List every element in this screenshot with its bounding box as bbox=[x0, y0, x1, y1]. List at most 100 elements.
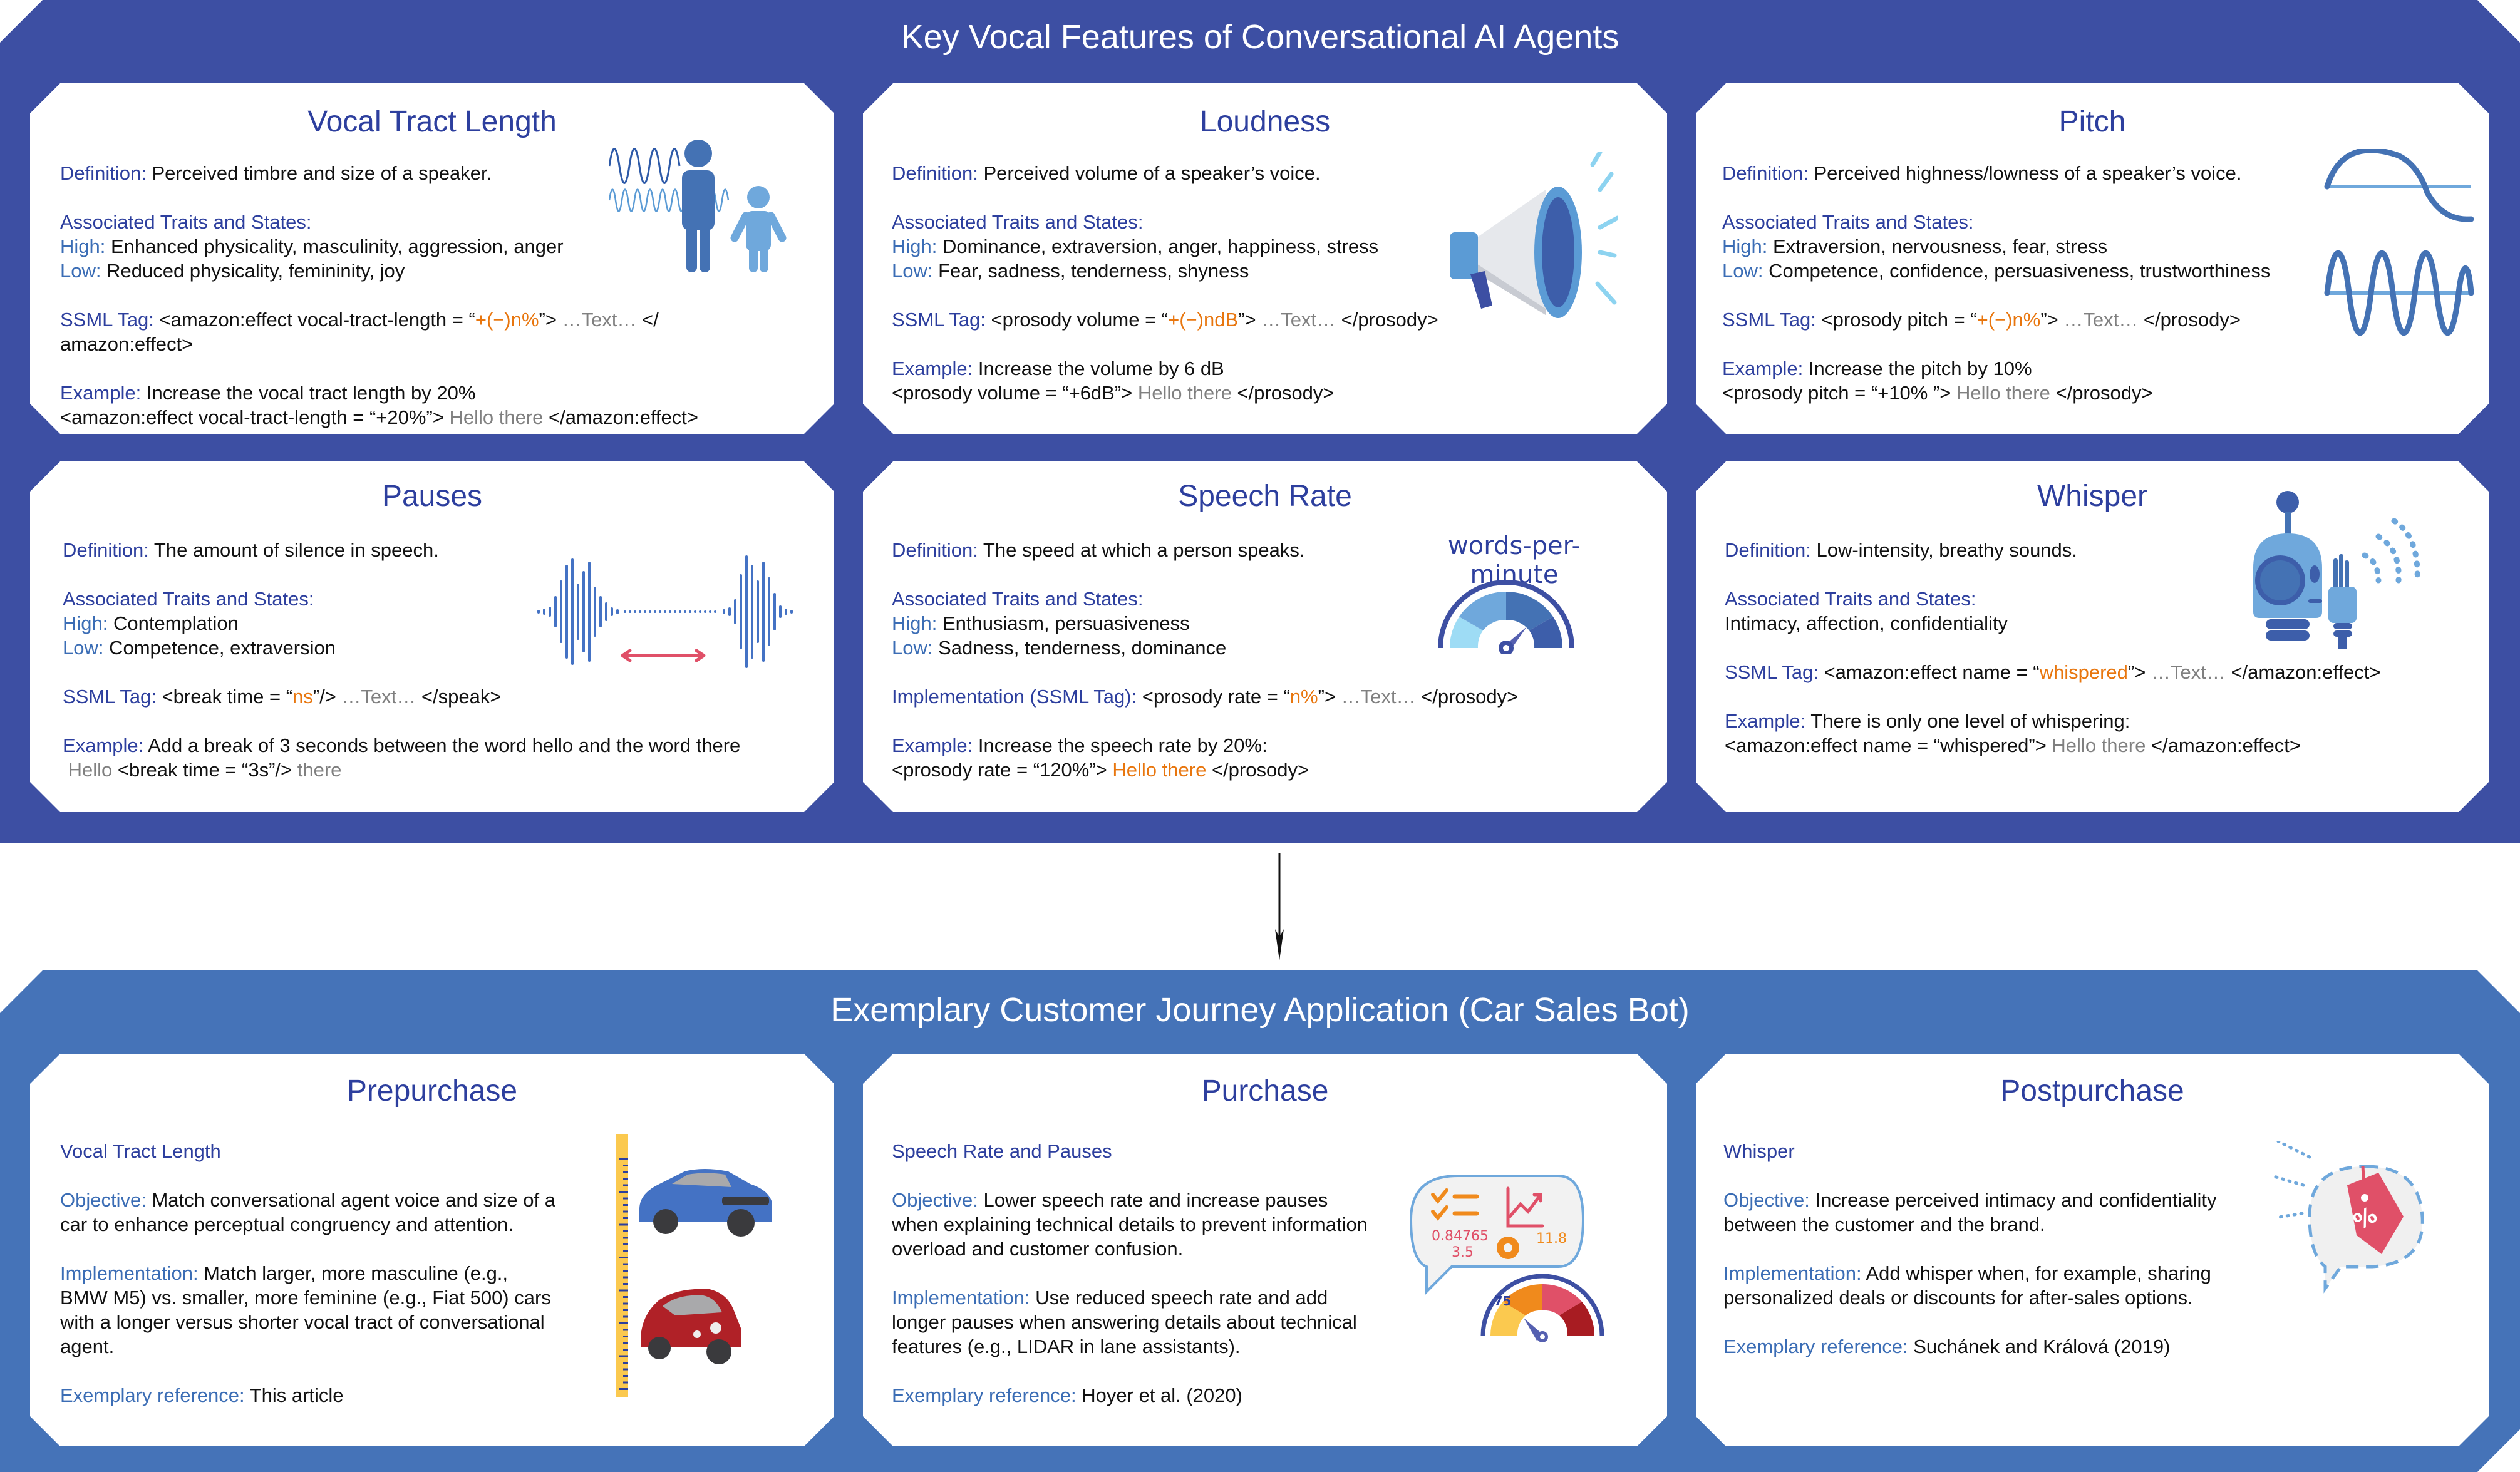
ssml-placeholder: …Text… bbox=[1341, 686, 1416, 708]
reference-label: Exemplary reference: bbox=[1723, 1336, 1908, 1357]
example-code: </prosody> bbox=[1231, 382, 1335, 404]
example-code: </prosody> bbox=[2050, 382, 2153, 404]
low-label: Low: bbox=[892, 260, 933, 282]
card-body: Definition: Perceived highness/lowness o… bbox=[1722, 161, 2270, 405]
high-text: Enthusiasm, persuasiveness bbox=[937, 612, 1190, 634]
sound-wave-pause-icon bbox=[535, 543, 798, 681]
wave-bar bbox=[560, 580, 562, 643]
ssml-label: SSML Tag: bbox=[1725, 661, 1819, 683]
implementation-text: Match larger, more masculine (e.g., bbox=[198, 1262, 509, 1284]
objective-label: Objective: bbox=[1723, 1189, 1810, 1211]
ssml-code: </prosody> bbox=[1336, 309, 1438, 331]
low-text: Reduced physicality, femininity, joy bbox=[101, 260, 405, 282]
high-label: High: bbox=[892, 612, 937, 634]
wave-bar bbox=[659, 610, 661, 613]
wave-bar bbox=[616, 609, 619, 614]
illustration-value: 0.84765 bbox=[1432, 1228, 1489, 1244]
ssml-variable: whispered bbox=[2039, 661, 2128, 683]
example-label: Example: bbox=[60, 382, 142, 404]
card-whisper: Whisper Definition: Low-intensity, breat… bbox=[1696, 461, 2489, 812]
implementation-label: Implementation: bbox=[892, 1287, 1030, 1309]
discount-tag-bubble-icon: % bbox=[2272, 1141, 2466, 1329]
ssml-code: ”> bbox=[2040, 309, 2064, 331]
example-text: Increase the speech rate by 20%: bbox=[973, 734, 1268, 756]
example-code: <prosody rate = “120%”> bbox=[892, 759, 1113, 781]
wave-bar bbox=[740, 574, 742, 649]
wave-bar bbox=[684, 610, 686, 613]
implementation-text: with a longer versus shorter vocal tract… bbox=[60, 1311, 545, 1333]
ssml-variable: +(−)n% bbox=[1976, 309, 2041, 331]
wave-bar bbox=[751, 565, 753, 659]
traits-label: Associated Traits and States: bbox=[1722, 211, 1974, 233]
ssml-code: </amazon:effect> bbox=[2225, 661, 2381, 683]
speedometer-gauge-icon bbox=[1434, 573, 1578, 654]
section-title: Exemplary Customer Journey Application (… bbox=[830, 991, 1690, 1029]
ssml-placeholder: …Text… bbox=[2063, 309, 2139, 331]
card-prepurchase: Prepurchase Vocal Tract Length Objective… bbox=[30, 1054, 834, 1446]
example-code: <amazon:effect vocal-tract-length = “+20… bbox=[60, 406, 450, 428]
definition-label: Definition: bbox=[60, 162, 147, 184]
adult-child-voice-icon bbox=[609, 135, 816, 272]
wave-bar bbox=[605, 602, 607, 621]
example-sample: Hello there bbox=[1112, 759, 1207, 781]
megaphone-icon bbox=[1436, 152, 1618, 334]
objective-text: overload and customer confusion. bbox=[892, 1238, 1184, 1260]
wave-bar bbox=[537, 610, 540, 614]
wave-bar bbox=[611, 607, 613, 616]
feature-label: Speech Rate and Pauses bbox=[892, 1140, 1112, 1162]
example-code: </prosody> bbox=[1206, 759, 1309, 781]
implementation-label: Implementation: bbox=[1723, 1262, 1862, 1284]
wave-bar bbox=[588, 562, 591, 662]
definition-label: Definition: bbox=[1725, 539, 1811, 561]
example-label: Example: bbox=[1725, 710, 1806, 732]
implementation-text: features (e.g., LIDAR in lane assistants… bbox=[892, 1336, 1241, 1357]
technical-details-bubble-icon: 0.84765 3.5 11.8 .75 bbox=[1408, 1173, 1633, 1354]
definition-label: Definition: bbox=[892, 539, 978, 561]
ssml-placeholder: …Text… bbox=[2151, 661, 2226, 683]
wave-bar bbox=[762, 562, 765, 662]
card-title: Pitch bbox=[2058, 105, 2126, 138]
example-sample: there bbox=[297, 759, 342, 781]
card-speech-rate: Speech Rate Definition: The speed at whi… bbox=[863, 461, 1667, 812]
ssml-code: ”> bbox=[2127, 661, 2151, 683]
ssml-label: Implementation (SSML Tag): bbox=[892, 686, 1137, 708]
wave-bar bbox=[689, 610, 691, 613]
down-arrow-icon bbox=[1275, 853, 1284, 960]
example-sample: Hello there bbox=[2052, 734, 2146, 756]
reference-text: This article bbox=[244, 1384, 344, 1406]
high-label: High: bbox=[892, 235, 937, 257]
card-body: Definition: The speed at which a person … bbox=[892, 538, 1518, 782]
low-text: Competence, confidence, persuasiveness, … bbox=[1763, 260, 2271, 282]
example-code: <break time = “3s”/> bbox=[112, 759, 297, 781]
feature-label: Whisper bbox=[1723, 1140, 1795, 1162]
card-title: Purchase bbox=[1201, 1074, 1329, 1108]
example-text: Increase the pitch by 10% bbox=[1803, 358, 2032, 379]
example-code: </amazon:effect> bbox=[2146, 734, 2301, 756]
example-text: Add a break of 3 seconds between the wor… bbox=[143, 734, 741, 756]
implementation-label: Implementation: bbox=[60, 1262, 199, 1284]
wave-bar bbox=[649, 610, 651, 613]
illustration-value: 3.5 bbox=[1452, 1245, 1474, 1260]
example-code: </amazon:effect> bbox=[543, 406, 698, 428]
sedan-car-icon bbox=[639, 1169, 772, 1237]
wave-bar bbox=[728, 607, 731, 616]
implementation-text: Add whisper when, for example, sharing bbox=[1861, 1262, 2211, 1284]
objective-label: Objective: bbox=[892, 1189, 978, 1211]
card-postpurchase: Postpurchase Whisper Objective: Increase… bbox=[1696, 1054, 2489, 1446]
ssml-code: <prosody pitch = “ bbox=[1815, 309, 1977, 331]
reference-label: Exemplary reference: bbox=[60, 1384, 245, 1406]
high-pitch-wave-icon bbox=[2324, 249, 2474, 337]
definition-text: The amount of silence in speech. bbox=[148, 539, 439, 561]
card-pauses: Pauses Definition: The amount of silence… bbox=[30, 461, 834, 812]
wave-bar bbox=[624, 610, 626, 613]
wave-bar bbox=[634, 610, 636, 613]
wave-bar bbox=[773, 593, 776, 630]
definition-label: Definition: bbox=[1722, 162, 1809, 184]
ssml-code: amazon:effect> bbox=[60, 333, 194, 355]
traits-label: Associated Traits and States: bbox=[63, 588, 314, 610]
traits-label: Associated Traits and States: bbox=[892, 211, 1144, 233]
definition-text: Perceived volume of a speaker’s voice. bbox=[978, 162, 1321, 184]
example-sample: Hello bbox=[68, 759, 113, 781]
reference-text: Hoyer et al. (2020) bbox=[1076, 1384, 1242, 1406]
card-body: Speech Rate and Pauses Objective: Lower … bbox=[892, 1139, 1368, 1408]
